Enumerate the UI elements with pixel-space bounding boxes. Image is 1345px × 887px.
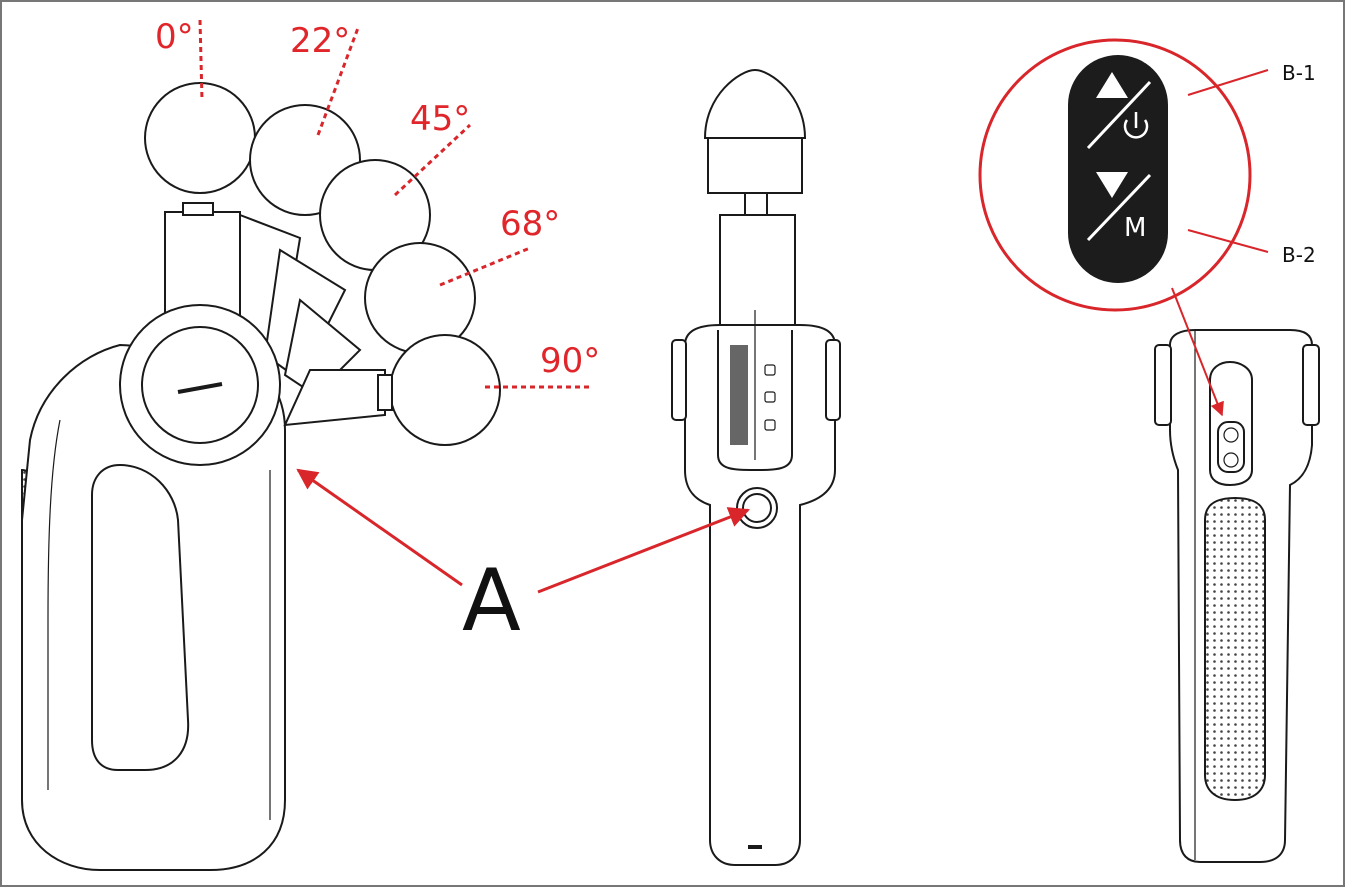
- angle-line-22: [316, 27, 360, 136]
- back-side-button-right: [825, 339, 841, 421]
- back-led-1: [764, 364, 776, 376]
- angle-label-22: 22°: [290, 21, 350, 61]
- head-shaft-0: [182, 202, 214, 216]
- motor-disc-outer: [119, 304, 281, 466]
- angle-label-68: 68°: [500, 204, 560, 244]
- callout-b1: B-1: [1282, 61, 1316, 85]
- back-ball-cap: [707, 137, 803, 194]
- back-led-2: [764, 391, 776, 403]
- down-divider: [1086, 173, 1152, 242]
- arrow-a-to-side: [296, 468, 463, 587]
- control-pod-button-2: [1223, 452, 1239, 468]
- ball-0: [144, 82, 256, 194]
- control-button-pod: [1217, 421, 1245, 473]
- angle-line-0: [198, 19, 204, 101]
- back-led-3: [764, 419, 776, 431]
- angle-line-68: [439, 246, 531, 287]
- side-body-contour: [47, 419, 61, 790]
- control-recess: [1209, 360, 1253, 487]
- back-label-panel: [717, 330, 793, 472]
- power-icon: [1123, 112, 1149, 139]
- massager-control-view: [1154, 329, 1320, 863]
- back-shaft: [744, 192, 768, 216]
- back-side-button-left: [671, 339, 687, 421]
- massager-side-view: [21, 19, 590, 871]
- control-grip-texture: [1204, 496, 1266, 802]
- angle-label-45: 45°: [410, 99, 470, 139]
- side-body: [21, 343, 286, 871]
- back-neck: [719, 214, 796, 331]
- up-divider: [1086, 80, 1152, 150]
- angle-line-45: [393, 123, 472, 197]
- mode-button-label: M: [1124, 213, 1146, 243]
- arrow-a-to-back: [537, 507, 750, 594]
- up-triangle-icon: [1096, 72, 1128, 98]
- back-label-print: [730, 345, 748, 445]
- motor-logo: [177, 382, 223, 394]
- leader-b2: [1187, 229, 1269, 253]
- ball-90: [389, 334, 501, 446]
- magnifier-arrow: [1171, 287, 1224, 417]
- ball-90-neck: [377, 374, 393, 411]
- angle-label-0: 0°: [155, 17, 194, 57]
- motor-disc-inner: [141, 326, 259, 444]
- button-panel: [1068, 55, 1168, 283]
- back-bottom-mark: [748, 845, 762, 849]
- down-triangle-icon: [1096, 172, 1128, 198]
- angle-label-90: 90°: [540, 341, 600, 381]
- callout-a: A: [462, 551, 521, 651]
- back-body: [684, 324, 836, 866]
- massager-back-view: [671, 68, 841, 866]
- side-handle-window: [91, 463, 190, 771]
- callout-b2: B-2: [1282, 243, 1316, 267]
- back-ball: [703, 68, 807, 139]
- button-panel-callout: M: [978, 38, 1269, 312]
- head-segment-90: [283, 369, 386, 427]
- control-side-button-right: [1302, 344, 1320, 426]
- control-side-button-left: [1154, 344, 1172, 426]
- control-pod-button-1: [1223, 427, 1239, 443]
- leader-b1: [1187, 69, 1269, 96]
